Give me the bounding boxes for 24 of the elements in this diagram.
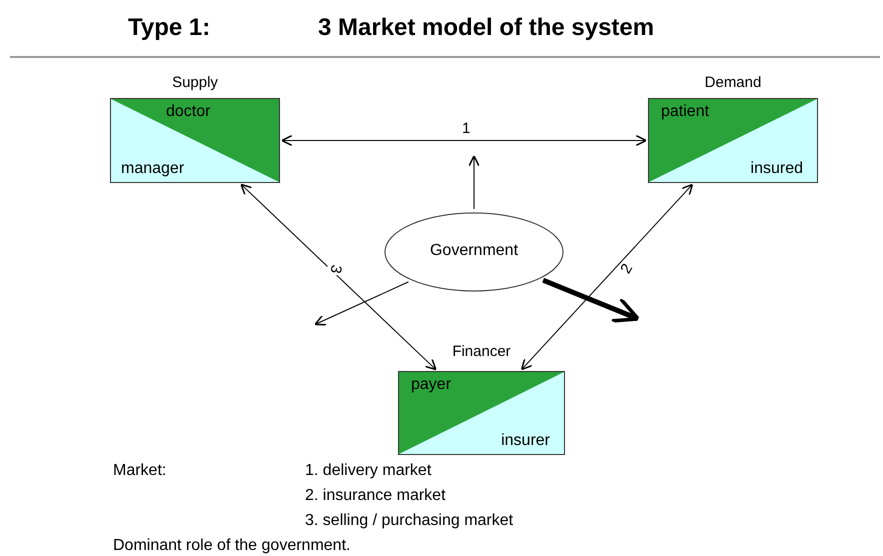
- node-label: Government: [428, 242, 520, 260]
- title-prefix: Type 1:: [128, 14, 210, 42]
- box-text: insurer: [501, 432, 550, 450]
- box-heading: Demand: [704, 74, 762, 91]
- arrow: [468, 155, 480, 210]
- diagram-title: 3 Market model of the system: [318, 14, 654, 42]
- box-text: insured: [750, 160, 803, 178]
- note-text: 1. delivery market: [305, 462, 432, 480]
- box-text: doctor: [166, 103, 210, 121]
- note-text: Dominant role of the government.: [113, 537, 350, 555]
- box-heading: Financer: [451, 343, 512, 360]
- arrow: [314, 281, 409, 326]
- arrow: [240, 184, 437, 370]
- box-text: patient: [661, 103, 710, 121]
- arrow: [542, 278, 640, 323]
- box-heading: Supply: [171, 74, 219, 91]
- ellipse-node: [384, 212, 564, 292]
- note-text: 2. insurance market: [305, 487, 446, 505]
- box-text: manager: [121, 160, 184, 178]
- box-text: payer: [411, 376, 452, 394]
- note-text: 3. selling / purchasing market: [305, 512, 514, 530]
- arrow: [281, 134, 647, 146]
- arrow: [520, 184, 694, 370]
- note-text: Market:: [113, 462, 166, 480]
